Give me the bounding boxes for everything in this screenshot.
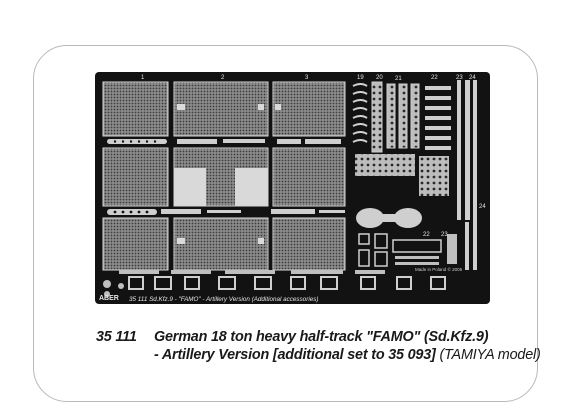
etched-product-line: 35 111 Sd.Kfz.9 - "FAMO" - Artillery Ver… [129, 296, 318, 303]
panel-cutouts [174, 104, 281, 244]
part-number-3: 3 [305, 75, 309, 81]
product-code: 35 111 [96, 329, 137, 345]
strip-holes [113, 140, 157, 214]
tow-ring-parts [352, 83, 368, 143]
made-in-label: Made in Poland © 2005 [415, 266, 463, 272]
product-caption: 35 111 German 18 ton heavy half-track "FA… [96, 328, 541, 364]
caption-line-2: - Artillery Version [additional set to 3… [96, 346, 541, 364]
long-rods [457, 80, 477, 270]
part-number-labels: 1 2 3 19 20 21 22 23 24 22 23 24 [141, 75, 486, 238]
small-parts-fill [395, 234, 457, 265]
link-column [355, 154, 449, 196]
part-strips [107, 139, 345, 215]
photo-etched-fret: 1 2 3 19 20 21 22 23 24 22 23 24 ABER 35… [95, 72, 490, 304]
mesh-panels [102, 81, 346, 271]
caption-line-1: 35 111 German 18 ton heavy half-track "FA… [96, 328, 536, 346]
tab-column [425, 86, 451, 150]
small-parts [358, 233, 442, 267]
disc-parts [356, 208, 422, 228]
product-title-line1: German 18 ton heavy half-track "FAMO" (S… [154, 329, 489, 345]
fret-drawing: 1 2 3 19 20 21 22 23 24 22 23 24 ABER 35… [99, 75, 486, 303]
part-number-20: 20 [376, 75, 383, 81]
product-title-line2: - Artillery Version [additional set to 3… [154, 347, 436, 363]
part-number-24: 24 [469, 75, 476, 81]
part-number-2: 2 [221, 75, 225, 81]
part-number-24-lower: 24 [479, 204, 486, 210]
part-number-22: 22 [431, 75, 438, 81]
part-number-21: 21 [395, 76, 402, 82]
part-number-22-lower: 22 [423, 232, 430, 238]
part-number-23-lower: 23 [441, 232, 448, 238]
part-number-19: 19 [357, 75, 364, 81]
bottom-small-parts [103, 270, 385, 297]
bottom-brackets [128, 276, 446, 290]
part-number-23: 23 [456, 75, 463, 81]
model-note: (TAMIYA model) [439, 347, 541, 363]
part-number-1: 1 [141, 75, 145, 81]
brand-label: ABER [99, 295, 119, 302]
ladder-parts [371, 81, 420, 153]
